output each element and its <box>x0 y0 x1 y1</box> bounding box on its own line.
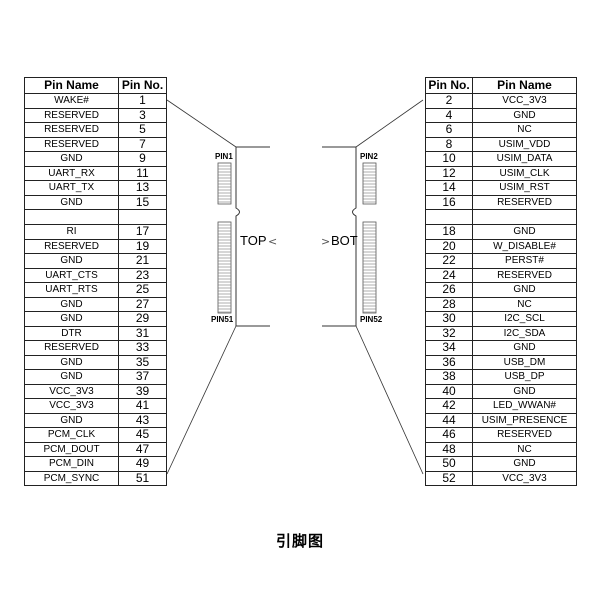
pin52-label: PIN52 <box>360 315 383 324</box>
finger-block <box>217 221 232 314</box>
pin-number-cell: 27 <box>118 296 167 312</box>
pin-number-cell: 50 <box>425 456 473 472</box>
empty-cell <box>118 209 167 225</box>
pin-number-cell: 5 <box>118 122 167 138</box>
pin-name-cell: VCC_3V3 <box>472 470 577 486</box>
pin-no-header: Pin No. <box>425 77 473 94</box>
pin-number-cell: 11 <box>118 165 167 181</box>
pin-name-cell: GND <box>472 224 577 240</box>
top-connector-outline <box>235 146 270 327</box>
pin-number-cell: 39 <box>118 383 167 399</box>
pin2-label: PIN2 <box>360 152 378 161</box>
pin-number-cell: 14 <box>425 180 473 196</box>
pin-number-cell: 7 <box>118 136 167 152</box>
pin1-label: PIN1 <box>215 152 233 161</box>
pin-number-cell: 20 <box>425 238 473 254</box>
pin-name-cell: UART_TX <box>24 180 119 196</box>
key-gap-row <box>24 209 167 225</box>
finger-block <box>362 221 377 314</box>
pin-number-cell: 6 <box>425 122 473 138</box>
leader-line-pin51 <box>166 325 237 475</box>
pin-number-cell: 12 <box>425 165 473 181</box>
pin-number-cell: 9 <box>118 151 167 167</box>
pin-number-cell: 48 <box>425 441 473 457</box>
key-gap-row <box>425 209 577 225</box>
pin-number-cell: 23 <box>118 267 167 283</box>
leader-line-pin52 <box>355 325 424 475</box>
chevron-left-icon: < <box>268 235 277 248</box>
bottom-gold-fingers <box>362 162 377 314</box>
pin-name-cell: USIM_CLK <box>472 165 577 181</box>
pin-number-cell: 19 <box>118 238 167 254</box>
pin-name-header: Pin Name <box>472 77 577 94</box>
pin-no-header: Pin No. <box>118 77 167 94</box>
pin-number-cell: 13 <box>118 180 167 196</box>
pin-name-cell: NC <box>472 122 577 138</box>
bot-label: BOT <box>331 233 358 248</box>
pin-name-cell: RESERVED <box>24 136 119 152</box>
pin-name-cell: RESERVED <box>24 238 119 254</box>
top-label: TOP <box>240 233 267 248</box>
pin-number-cell: 45 <box>118 427 167 443</box>
top-gold-fingers <box>217 162 232 314</box>
empty-cell <box>472 209 577 225</box>
pin-number-cell: 15 <box>118 194 167 210</box>
finger-block <box>217 162 232 205</box>
diagram-caption: 引脚图 <box>275 533 324 550</box>
pin-number-cell: 43 <box>118 412 167 428</box>
pin-name-cell: USIM_DATA <box>472 151 577 167</box>
pin-name-header: Pin Name <box>24 77 119 94</box>
pin-number-cell: 17 <box>118 224 167 240</box>
leader-line-pin1 <box>166 99 237 148</box>
pin-number-cell: 51 <box>118 470 167 486</box>
pin-number-cell: 37 <box>118 369 167 385</box>
finger-block <box>362 162 377 205</box>
leader-line-pin2 <box>355 99 424 148</box>
pin-name-cell: USIM_VDD <box>472 136 577 152</box>
chevron-right-icon: > <box>321 235 330 248</box>
pin-name-cell: W_DISABLE# <box>472 238 577 254</box>
pin51-label: PIN51 <box>211 315 234 324</box>
pin-name-cell: USIM_RST <box>472 180 577 196</box>
bottom-connector-outline <box>322 146 357 327</box>
